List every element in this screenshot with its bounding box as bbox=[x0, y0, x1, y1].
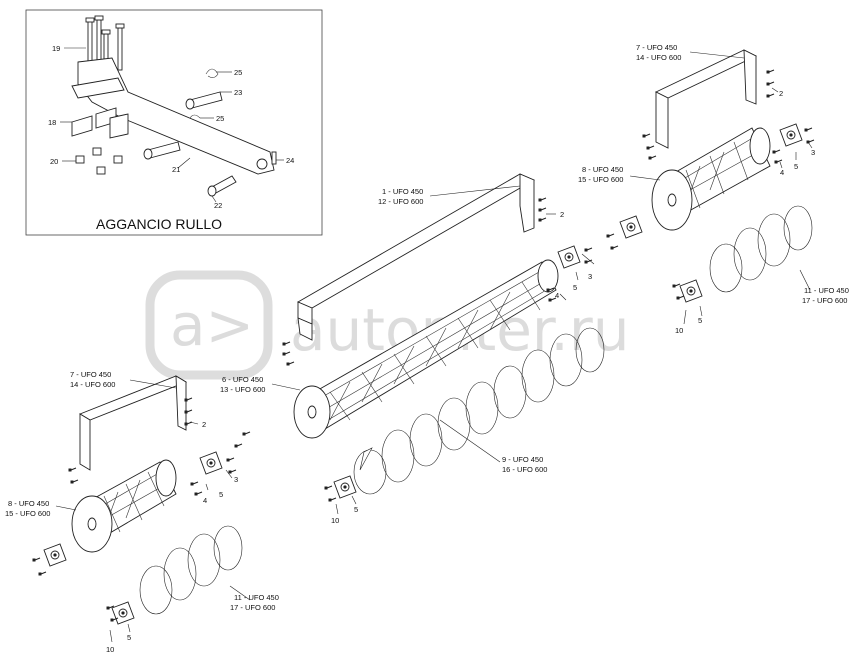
label-14-ufo600-left: 14 - UFO 600 bbox=[70, 380, 115, 389]
label-15-ufo600-right: 15 - UFO 600 bbox=[578, 175, 623, 184]
label-9-ufo450: 9 - UFO 450 bbox=[502, 455, 543, 464]
label-2-right: 2 bbox=[779, 89, 783, 98]
inset-title: AGGANCIO RULLO bbox=[96, 216, 222, 232]
label-6-ufo450: 6 - UFO 450 bbox=[222, 375, 263, 384]
label-2-left: 2 bbox=[202, 420, 206, 429]
label-7-ufo450-left: 7 - UFO 450 bbox=[70, 370, 111, 379]
callout-labels: 1 - UFO 450 12 - UFO 600 2 3 4 5 6 - UFO… bbox=[5, 43, 849, 654]
label-15-ufo600-left: 15 - UFO 600 bbox=[5, 509, 50, 518]
callout-22: 22 bbox=[214, 201, 222, 210]
label-10-right: 10 bbox=[675, 326, 683, 335]
label-13-ufo600: 13 - UFO 600 bbox=[220, 385, 265, 394]
right-spiral-roller bbox=[709, 205, 813, 293]
svg-text:a>: a> bbox=[170, 291, 254, 359]
center-frame-bar bbox=[296, 173, 536, 341]
label-3-center: 3 bbox=[588, 272, 592, 281]
label-3-right: 3 bbox=[811, 148, 815, 157]
label-3-left: 3 bbox=[234, 475, 238, 484]
label-7-ufo450-right: 7 - UFO 450 bbox=[636, 43, 677, 52]
label-5-center: 5 bbox=[573, 283, 577, 292]
label-14-ufo600-right: 14 - UFO 600 bbox=[636, 53, 681, 62]
right-cage-roller bbox=[651, 127, 771, 231]
inset-hitch-assembly: 19 25 23 18 25 20 21 24 22 AGGANCIO RULL… bbox=[25, 9, 323, 236]
label-8-ufo450-right: 8 - UFO 450 bbox=[582, 165, 623, 174]
callout-21: 21 bbox=[172, 165, 180, 174]
label-5-right-lower: 5 bbox=[698, 316, 702, 325]
label-8-ufo450-left: 8 - UFO 450 bbox=[8, 499, 49, 508]
label-10-center: 10 bbox=[331, 516, 339, 525]
label-10-left: 10 bbox=[106, 645, 114, 654]
leader-lines bbox=[55, 51, 813, 643]
callout-20: 20 bbox=[50, 157, 58, 166]
label-5-left: 5 bbox=[219, 490, 223, 499]
label-4-center: 4 bbox=[555, 291, 559, 300]
label-2-center: 2 bbox=[560, 210, 564, 219]
left-frame bbox=[78, 375, 188, 471]
label-4-left: 4 bbox=[203, 496, 207, 505]
label-5-center-lower: 5 bbox=[354, 505, 358, 514]
label-16-ufo600: 16 - UFO 600 bbox=[502, 465, 547, 474]
label-11-ufo450-right: 11 - UFO 450 bbox=[804, 286, 849, 295]
label-12-ufo600: 12 - UFO 600 bbox=[378, 197, 423, 206]
label-11-ufo450-left: 11 - UFO 450 bbox=[234, 593, 279, 602]
label-17-ufo600-left: 17 - UFO 600 bbox=[230, 603, 275, 612]
label-5-left-lower: 5 bbox=[127, 633, 131, 642]
left-cage-roller bbox=[71, 459, 177, 553]
callout-18: 18 bbox=[48, 118, 56, 127]
callout-23: 23 bbox=[234, 88, 242, 97]
center-cage-roller bbox=[293, 259, 559, 439]
left-spiral-roller bbox=[139, 525, 243, 615]
callout-24: 24 bbox=[286, 156, 294, 165]
center-spiral-roller bbox=[353, 327, 605, 495]
callout-25: 25 bbox=[234, 68, 242, 77]
label-17-ufo600-right: 17 - UFO 600 bbox=[802, 296, 847, 305]
label-4-right: 4 bbox=[780, 168, 784, 177]
callout-25b: 25 bbox=[216, 114, 224, 123]
right-frame bbox=[654, 49, 758, 149]
label-5-right: 5 bbox=[794, 162, 798, 171]
label-1-ufo450: 1 - UFO 450 bbox=[382, 187, 423, 196]
callout-19: 19 bbox=[52, 44, 60, 53]
